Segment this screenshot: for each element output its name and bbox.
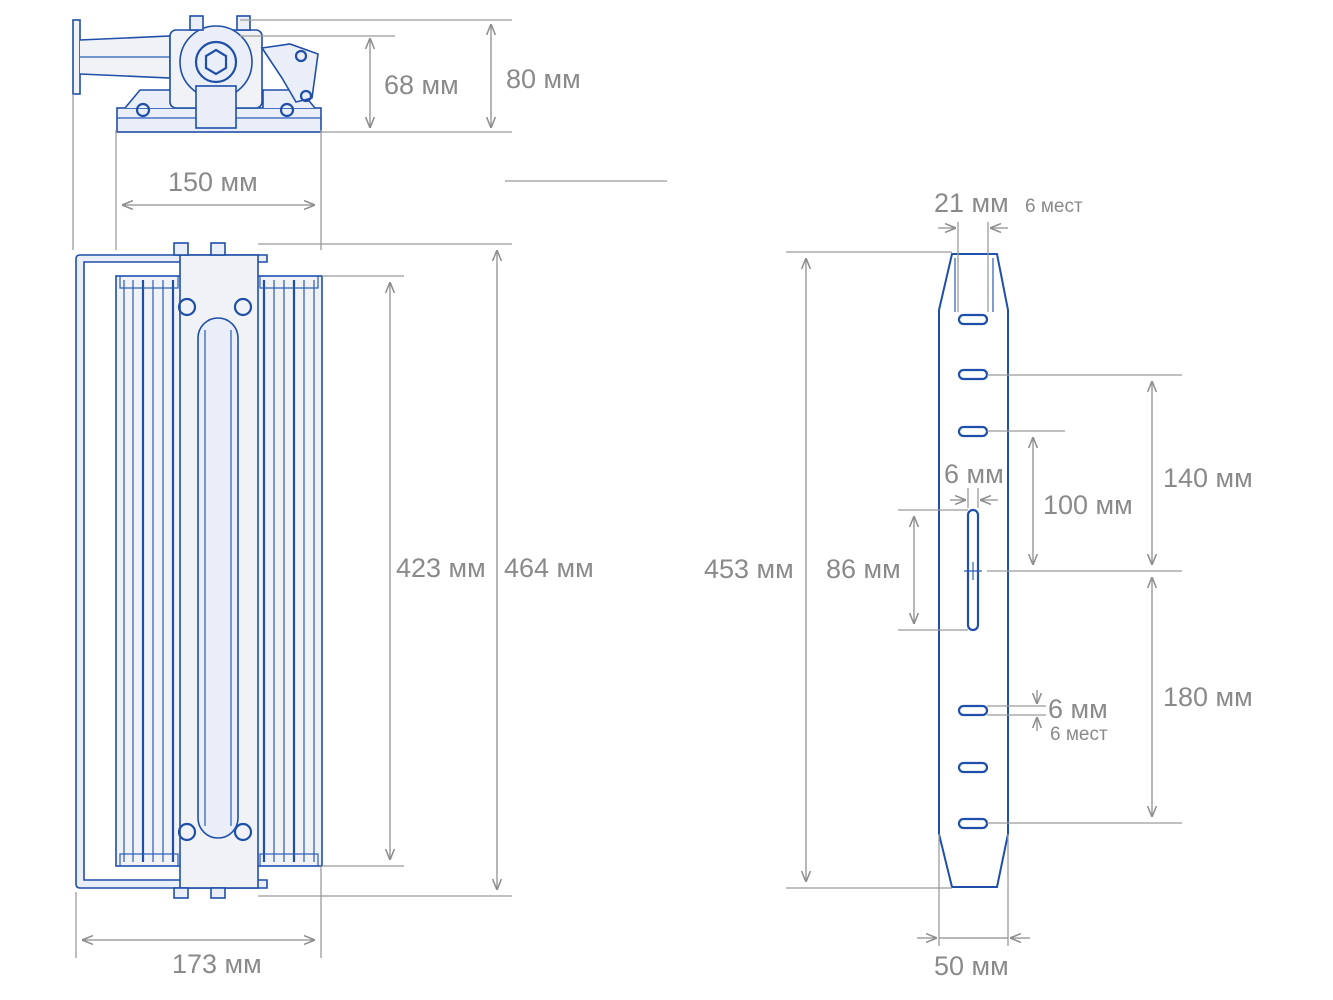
center-body: [173, 242, 259, 899]
slot: [957, 761, 989, 774]
bracket-dimensions: 21 мм 6 мест 453 мм 6 мм 86 мм 100 мм 14…: [704, 188, 1253, 981]
dim-86: 86 мм: [826, 554, 901, 584]
dim-453: 453 мм: [704, 554, 794, 584]
dim-80: 80 мм: [506, 64, 581, 94]
dim-100: 100 мм: [1043, 490, 1133, 520]
dim-464: 464 мм: [504, 553, 594, 583]
slot-count-side: 6 мест: [1050, 724, 1108, 745]
front-view: [75, 242, 323, 899]
pole-flange: [72, 19, 81, 95]
clamp: [260, 43, 319, 103]
dim-50: 50 мм: [934, 951, 1009, 981]
dim-140: 140 мм: [1163, 463, 1253, 493]
slot-count-top: 6 мест: [1025, 196, 1083, 217]
top-view-dimensions: 68 мм 80 мм 150 мм: [72, 19, 667, 250]
top-view: [72, 15, 322, 133]
dim-423: 423 мм: [396, 553, 486, 583]
dim-68: 68 мм: [384, 70, 459, 100]
slot: [957, 313, 989, 326]
dim-180: 180 мм: [1163, 682, 1253, 712]
front-view-dimensions: 423 мм 464 мм 173 мм: [75, 243, 594, 979]
slot: [957, 704, 989, 717]
center-slot: [966, 508, 980, 632]
dim-6-slot: 6 мм: [1048, 694, 1108, 724]
mounting-bracket: [938, 253, 1009, 888]
dim-21: 21 мм: [934, 188, 1009, 218]
dim-6-center: 6 мм: [944, 459, 1004, 489]
dim-150: 150 мм: [168, 167, 258, 197]
dim-173: 173 мм: [172, 949, 262, 979]
left-heatsink: [115, 275, 183, 867]
right-heatsink: [255, 275, 323, 867]
